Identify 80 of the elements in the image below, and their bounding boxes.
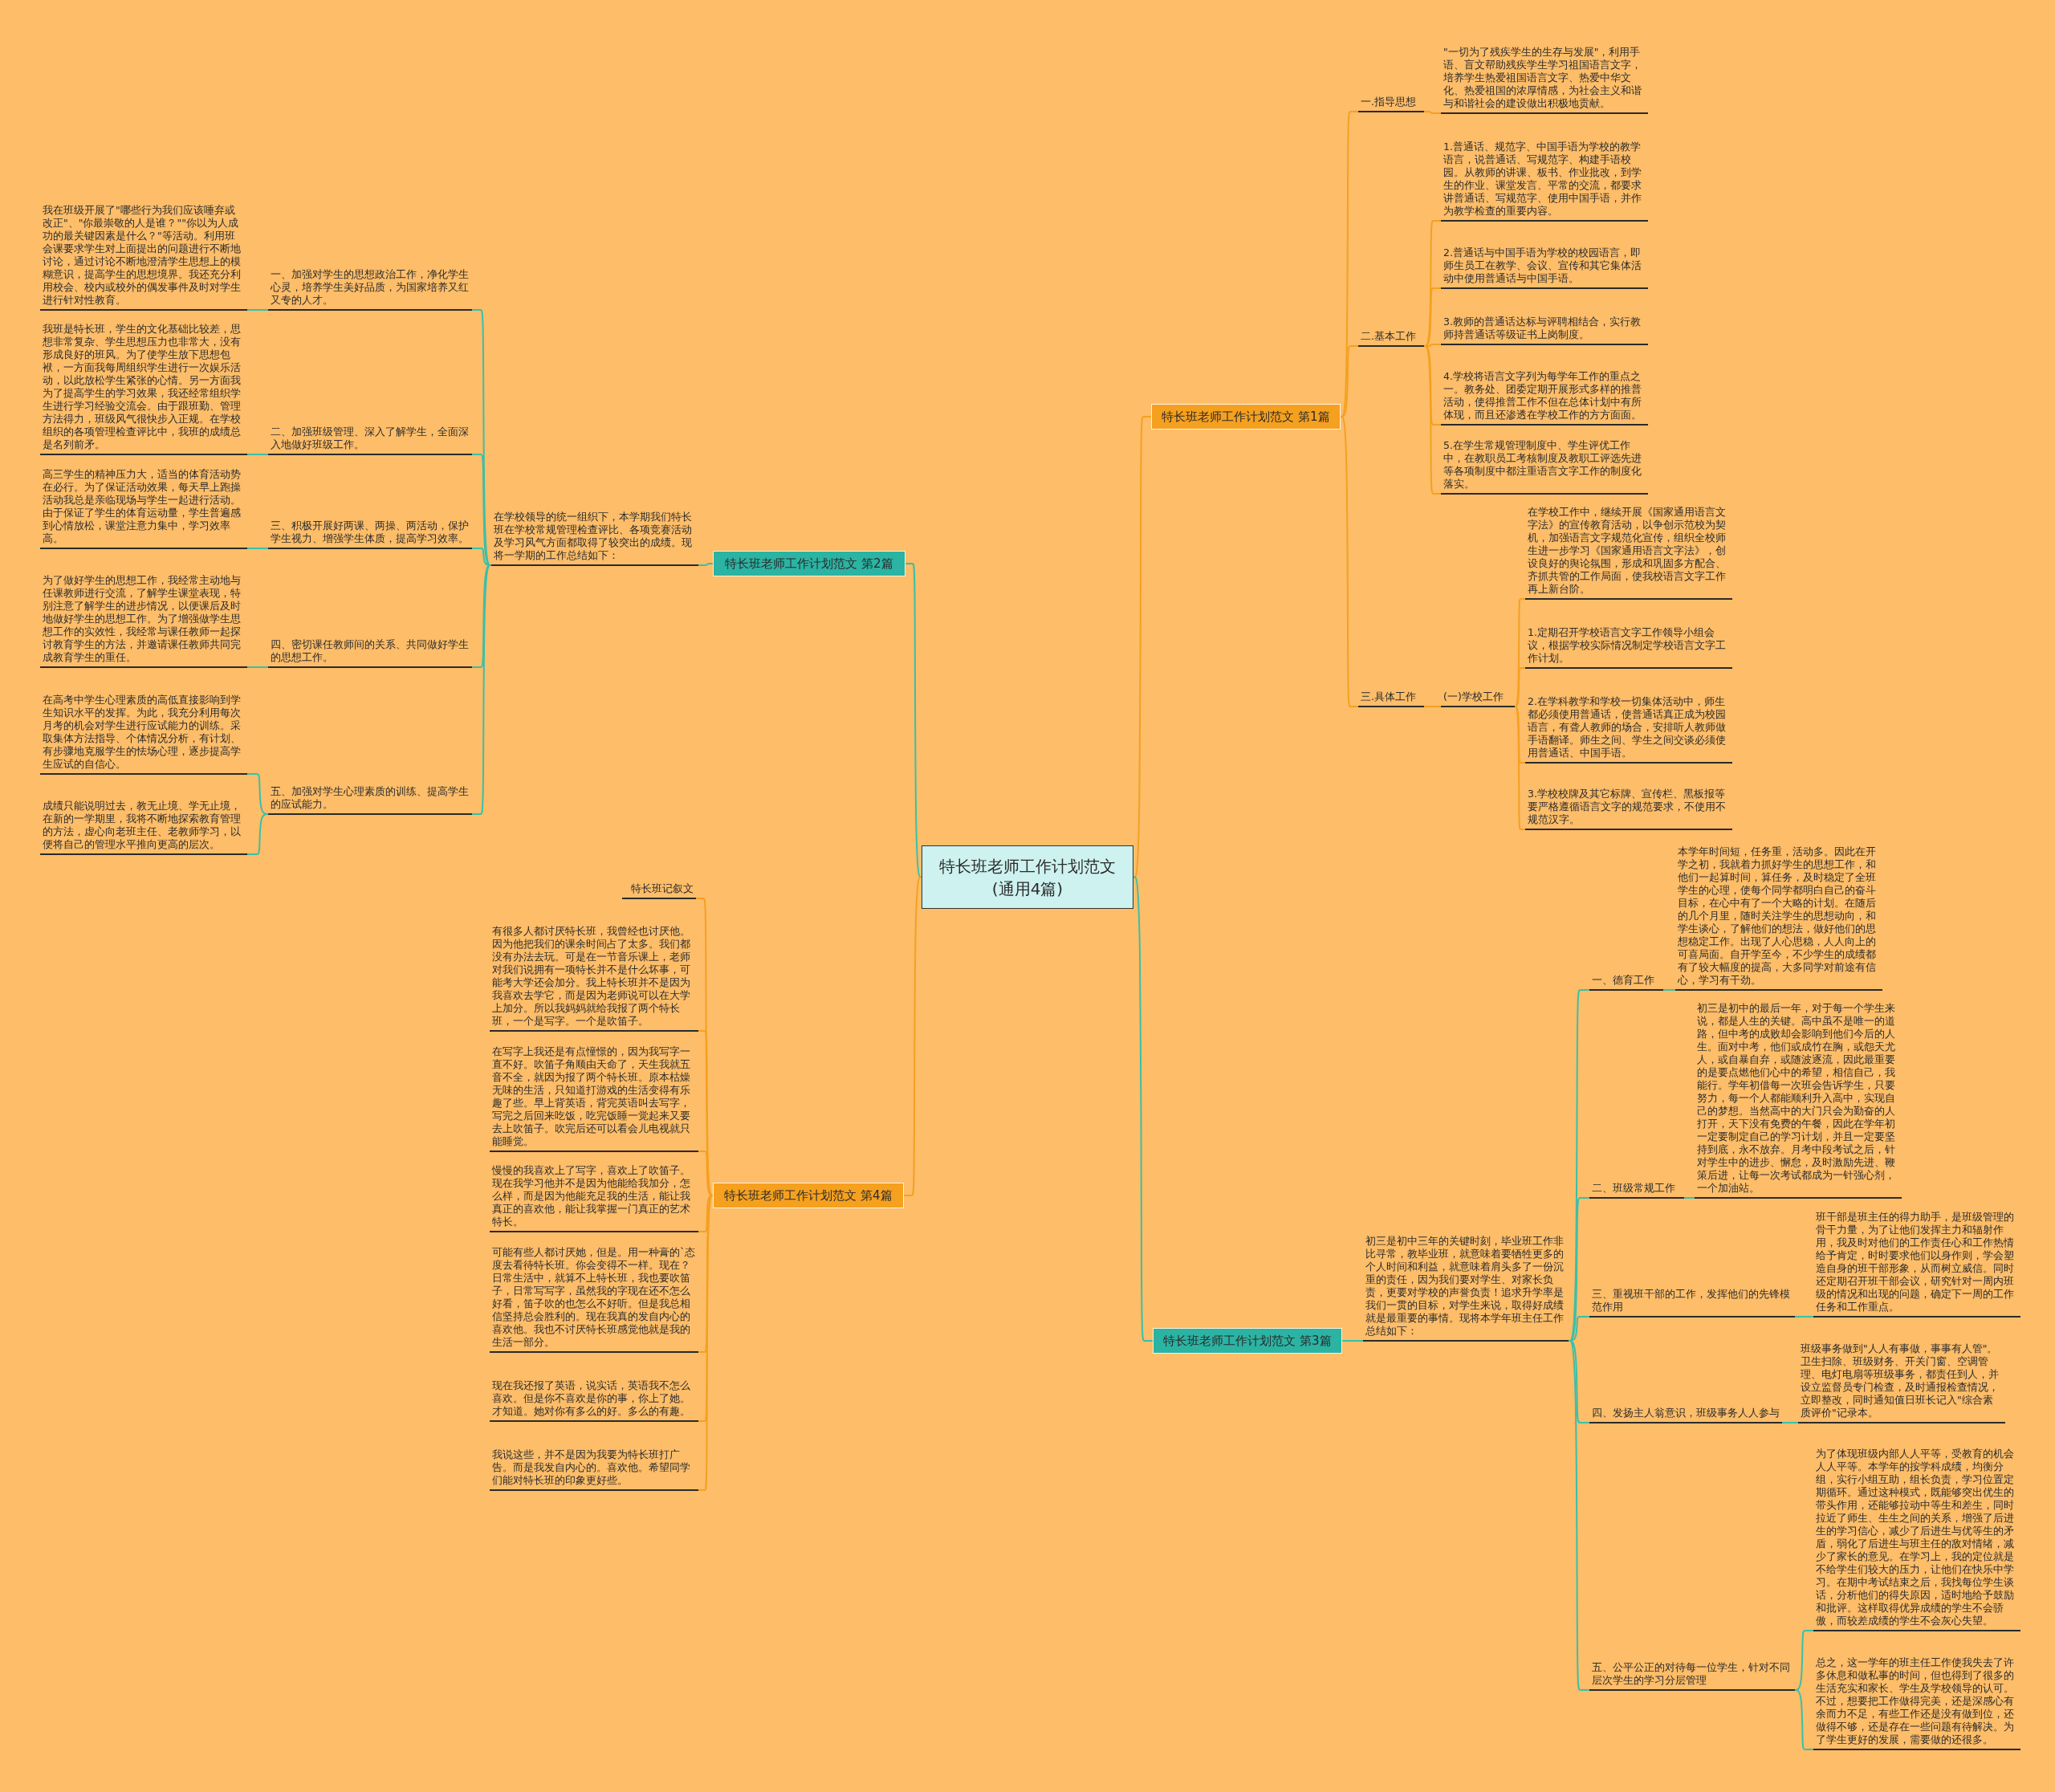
underlined-topic-text: 四、密切课任教师间的关系、共同做好学生的思想工作。 — [268, 638, 472, 668]
connector-curve — [1781, 1422, 1799, 1423]
underlined-topic-text: 2.普通话与中国手语为学校的校园语言，即师生员工在教学、会议、宣传和其它集体活动中使用普通话与中国手语。 — [1441, 246, 1648, 289]
underlined-topic-text: 慢慢的我喜欢上了写字，喜欢上了吹笛子。现在我学习他并不是因为他能给我加分，怎么样，而是因为他能充足我的生活，能让我真正的喜欢他，能让我掌握一门真正的艺术特长。 — [490, 1164, 698, 1232]
underlined-topic-text: 高三学生的精神压力大，适当的体育活动势在必行。为了保证活动效果，每天早上跑操活动我总是亲临现场与学生一起进行活动。由于保证了学生的体育运动量，学生普遍感到心情放松，课堂注意力集中，学习效率高。 — [40, 468, 247, 549]
underlined-topic-text: 总之，这一学年的班主任工作使我失去了许多休息和做私事的时间，但也得到了很多的生活充实和家长、学生及学校领导的认可。不过，想要把工作做得完美，还是深感心有余而力不足，有些工作还是没有做到位，还做得不够，还是存在一些问题有待解决。为了学生更好的发展，需要做的还很多。 — [1813, 1656, 2020, 1750]
connector-curve — [246, 666, 269, 668]
underlined-topic-text: 三、积极开展好两课、两操、两活动，保护学生视力、增强学生体质，提高学习效率。 — [268, 519, 472, 549]
underlined-topic-text: 班级事务做到"人人有事做，事事有人管"。卫生扫除、班级财务、开关门窗、空调管理、电灯电扇等班级事务，都责任到人，并设立监督员专门检查，及时通报检查情况，立即整改，同时通知值日班长记入"综合素质评价"记录本。 — [1798, 1342, 2005, 1423]
underlined-topic-text: 班干部是班主任的得力助手，是班级管理的骨干力量，为了让他们发挥主力和辐射作用，我及时对他们的工作责任心和工作热情给予肯定，时时要求他们以身作则，学会塑造自身的班干部形象，从而树立威信。同时还定期召开班干部会议，研究针对一周内班级的情况和出现的问题，确定下一周的工作任务和工作重点。 — [1813, 1211, 2020, 1318]
connector-curve — [246, 309, 269, 311]
underlined-topic-text: 二、班级常规工作 — [1589, 1182, 1684, 1199]
underlined-topic-text: 我说这些，并不是因为我要为特长班打广告。而是我发自内心的。喜欢他。希望同学们能对特长班的印象更好些。 — [490, 1448, 698, 1491]
connector-curve — [1341, 1340, 1364, 1342]
underlined-topic-text: 三.具体工作 — [1358, 690, 1424, 707]
connector-curve — [1683, 1197, 1695, 1199]
underlined-topic-text: 三、重视班干部的工作，发挥他们的先锋模范作用 — [1589, 1288, 1795, 1318]
underlined-topic-text: 为了体现班级内部人人平等，受教育的机会人人平等。本学年的按学科成绩，均衡分组，实行小组互助，组长负责，学习位置定期循环。通过这种模式，既能够突出优生的带头作用，还能够拉动中等生和差生，同时拉近了师生、生生之间的关系，增强了后进生的学习信心，减少了后进生与优等生的矛盾，弱化了后进生与班主任的敌对情绪，减少了家长的意见。在学习上，我的定位就是不给学生们较大的压力，让他们在快乐中学习。在期中考试结束之后，我找每位学生谈话，分析他们的得失原因，适时地给予鼓励和批评。这样取得优异成绩的学生不会骄傲，而较差成绩的学生不会灰心失望。 — [1813, 1448, 2020, 1631]
connector-curve — [246, 454, 269, 455]
underlined-topic-text: 二、加强班级管理、深入了解学生，全面深入地做好班级工作。 — [268, 426, 472, 455]
connector-curve — [698, 1195, 714, 1491]
connector-curve — [1133, 416, 1152, 878]
branch-topic-box: 特长班老师工作计划范文 第4篇 — [713, 1183, 904, 1208]
underlined-topic-text: (一)学校工作 — [1441, 690, 1515, 707]
underlined-topic-text: 为了做好学生的思想工作，我经常主动地与任课教师进行交流，了解学生课堂表现，特别注意了解学生的进步情况，以便课后及时地做好学生的思想工作。为了增强做学生思想工作的实效性，我经常与课任教师一起探讨教育学生的方法，并邀请课任教师共同完成教育学生的重任。 — [40, 574, 247, 668]
underlined-topic-text: 初三是初中的最后一年，对于每一个学生来说，都是人生的关键。高中虽不是唯一的道路，但中考的成败却会影响到他们今后的人生。面对中考，他们或成竹在胸，或怨天尤人，或自暴自弃，或随波逐流，因此最重要的是要点燃他们心中的希望，相信自己，我能行。学年初借每一次班会告诉学生，只要努力，每一个人都能顺利升入高中，实现自己的梦想。当然高中的大门只会为勤奋的人打开，天下没有免费的午餐，因此在学年初一定要制定自己的学习计划，并且一定要坚持到底，永不放弃。月考中段考试之后，针对学生中的进步、懈怠，及时激励先进、鞭策后进，让每一次考试都成为一针强心剂，一个加油站。 — [1695, 1002, 1902, 1199]
connector-curve — [1662, 989, 1676, 991]
underlined-topic-text: 五、加强对学生心理素质的训练、提高学生的应试能力。 — [268, 785, 472, 815]
underlined-topic-text: 一、德育工作 — [1589, 974, 1663, 991]
connector-curve — [1423, 287, 1442, 347]
underlined-topic-text: 5.在学生常规管理制度中、学生评优工作中，在教职员工考核制度及教职工评选先进等各项制度中都注重语言文字工作的制度化落实。 — [1441, 439, 1648, 495]
connector-curve — [1568, 989, 1590, 1342]
connector-curve — [1423, 345, 1442, 495]
branch-topic-box: 特长班老师工作计划范文 第3篇 — [1153, 1328, 1342, 1354]
underlined-topic-text: 有很多人都讨厌特长班，我曾经也讨厌他。因为他把我们的课余时间占了太多。我们都没有办法去玩。可是在一节音乐课上，老师对我们说拥有一项特长并不是什么坏事，可能考大学还会加分。我上特长班并不是因为我喜欢去学它，而是因为老师说可以在大学上加分。所以我妈妈就给我报了两个特长班，一个是写字。一个是吹笛子。 — [490, 925, 698, 1032]
connector-curve — [1423, 111, 1442, 114]
underlined-topic-text: 在写字上我还是有点憧憬的，因为我写字一直不好。吹笛子角顺由天命了，天生我就五音不全，就因为报了两个特长班。原本枯燥无味的生活，只知道打游戏的生活变得有乐趣了些。早上背英语，背完英语叫去写字，写完之后回来吃饭，吃完饭睡一觉起来又要去上吹笛子。吹完后还可以看会儿电视就只能睡觉。 — [490, 1045, 698, 1152]
connector-curve — [1568, 1340, 1590, 1691]
connector-curve — [471, 564, 492, 815]
connector-curve — [1794, 1689, 1814, 1750]
underlined-topic-text: 本学年时间短，任务重，活动多。因此在开学之初，我就着力抓好学生的思想工作，和他们一起算时间，算任务，及时稳定了全班学生的心理，使每个同学都明白自己的奋斗目标，在心中有了一个大略的计划。在随后的几个月里，随时关注学生的思想动向，和学生谈心，了解他们的想法，做好他们的思想稳定工作。出现了人心思稳，人人向上的可喜局面。自开学至今，不少学生的成绩都有了较大幅度的提高，大多同学对前途有信心，学习有干劲。 — [1675, 845, 1882, 991]
central-topic-box: 特长班老师工作计划范文(通用4篇) — [922, 845, 1133, 909]
connector-curve — [698, 563, 714, 566]
underlined-topic-text: 四、发扬主人翁意识，班级事务人人参与 — [1589, 1407, 1782, 1423]
underlined-topic-text: 特长班记叙文 — [622, 882, 696, 899]
underlined-topic-text: 我班是特长班，学生的文化基础比较差，思想非常复杂、学生思想压力也非常大，没有形成良好的班风。为了使学生放下思想包袱，一方面我每周组织学生进行一次娱乐活动，以此放松学生紧张的心情。另一方面我为了提高学生的学习效果，我还经常组织学生进行学习经验交流会。由于跟班勤、管理方法得力，班级风气很快步入正规。在学校组织的各项管理检查评比中，我班的成绩总是名列前矛。 — [40, 323, 247, 455]
underlined-topic-text: 一.指导思想 — [1358, 96, 1424, 112]
connector-curve — [246, 548, 269, 549]
underlined-topic-text: 可能有些人都讨厌她，但是。用一种膏的`态度去看待特长班。你会变得不一样。现在？日常生活中，就算不上特长班，我也要吹笛子，日常写写字，虽然我的字现在还不怎么好看，笛子吹的也怎么不好听。但是我总相信坚持总会胜利的。现在我真的发自内心的喜欢他。我也不讨厌特长班感觉他就是我的生活一部分。 — [490, 1246, 698, 1353]
branch-topic-box: 特长班老师工作计划范文 第1篇 — [1151, 404, 1341, 430]
connector-curve — [246, 813, 269, 855]
underlined-topic-text: 在学校工作中，继续开展《国家通用语言文字法》的宣传教育活动，以争创示范校为契机，加强语言文字规范化宣传，组织全校师生进一步学习《国家通用语言文字法》，创设良好的舆论氛围，形成和巩固多方配合、齐抓共管的工作局面，使我校语言文字工作再上新台阶。 — [1525, 506, 1732, 600]
connector-curve — [1514, 667, 1526, 707]
underlined-topic-text: 3.学校校牌及其它标牌、宣传栏、黑板报等要严格遵循语言文字的规范要求，不使用不规范汉字。 — [1525, 788, 1732, 830]
connector-curve — [1514, 598, 1526, 707]
connector-curve — [698, 1151, 714, 1196]
connector-curve — [1514, 706, 1526, 830]
connector-curve — [1423, 706, 1442, 707]
connector-curve — [1340, 111, 1359, 417]
underlined-topic-text: 1.普通话、规范字、中国手语为学校的教学语言，说普通话、写规范字、构建手语校园。从教师的讲课、板书、作业批改，到学生的作业、课堂发言、平常的交流，都要求讲普通话、写规范字、使用中国手语，并作为教学检查的重要内容。 — [1441, 141, 1648, 222]
connector-curve — [903, 876, 922, 1196]
underlined-topic-text: 二.基本工作 — [1358, 330, 1424, 347]
connector-curve — [1794, 1316, 1814, 1318]
underlined-topic-text: 五、公平公正的对待每一位学生，针对不同层次学生的学习分层管理 — [1589, 1661, 1795, 1691]
underlined-topic-text: 现在我还报了英语，说实话，英语我不怎么喜欢。但是你不喜欢是你的事，你上了她。才知道。她对你有多么的好。多么的有趣。 — [490, 1379, 698, 1422]
underlined-topic-text: 4.学校将语言文字列为每学年工作的重点之一。教务处、团委定期开展形式多样的推普活动，使得推普工作不但在总体计划中有所体现，而且还渗透在学校工作的方方面面。 — [1441, 370, 1648, 426]
underlined-topic-text: 1.定期召开学校语言文字工作领导小组会议，根据学校实际情况制定学校语言文字工作计划。 — [1525, 626, 1732, 669]
underlined-topic-text: 一、加强对学生的思想政治工作，净化学生心灵，培养学生美好品质，为国家培养又红又专的人才。 — [268, 268, 472, 311]
branch-topic-box: 特长班老师工作计划范文 第2篇 — [713, 551, 905, 576]
underlined-topic-text: 在学校领导的统一组织下，本学期我们特长班在学校常规管理检查评比、各项竞赛活动及学习风气方面都取得了较突出的成绩。现将一学期的工作总结如下： — [491, 511, 698, 566]
underlined-topic-text: 初三是初中三年的关键时刻，毕业班工作非比寻常，教毕业班，就意味着要牺牲更多的个人时间和利益，就意味着肩头多了一份沉重的责任，因为我们要对学生、对家长负责，更要对学校的声誉负责！追求升学率是我们一贯的目标，对学生来说，取得好成绩就是最重要的事情。现将本学年班主任工作总结如下： — [1363, 1235, 1569, 1342]
connector-curve — [471, 309, 492, 566]
underlined-topic-text: "一切为了残疾学生的生存与发展"，利用手语、盲文帮助残疾学生学习祖国语言文字，培养学生热爱祖国语言文字、热爱中华文化、热爱祖国的浓厚情感，为社会主义和谐与和谐社会的建设做出积极地贡献。 — [1441, 46, 1648, 114]
underlined-topic-text: 我在班级开展了"哪些行为我们应该唾弃或改正"、"你最崇敬的人是谁？""你以为人成功的最关键因素是什么？"等活动。利用班会课要求学生对上面提出的问题进行不断地讨论，通过讨论不断地澄清学生思想上的模糊意识，提高学生的思想境界。我还充分利用校会、校内或校外的偶发事件及时对学生进行针对性教育。 — [40, 204, 247, 311]
underlined-topic-text: 3.教师的普通话达标与评聘相结合，实行教师持普通话等级证书上岗制度。 — [1441, 316, 1648, 345]
connector-curve — [1340, 416, 1359, 707]
underlined-topic-text: 2.在学科教学和学校一切集体活动中，师生都必须使用普通话，使普通话真正成为校园语言，有聋人教师的场合，安排听人教师做手语翻译。师生之间、学生之间交谈必须使用普通话、中国手语。 — [1525, 695, 1732, 764]
connector-curve — [698, 1030, 714, 1196]
underlined-topic-text: 成绩只能说明过去，教无止境、学无止境，在新的一学期里，我将不断地探索教育管理的方法，虚心向老班主任、老教师学习，以便将自己的管理水平推向更高的层次。 — [40, 800, 247, 855]
underlined-topic-text: 在高考中学生心理素质的高低直接影响到学生知识水平的发挥。为此，我充分利用每次月考的机会对学生进行应试能力的训练。采取集体方法指导、个体情况分析，有计划、有步骤地克服学生的怯场心理，逐步提高学生应试的自信心。 — [40, 694, 247, 775]
